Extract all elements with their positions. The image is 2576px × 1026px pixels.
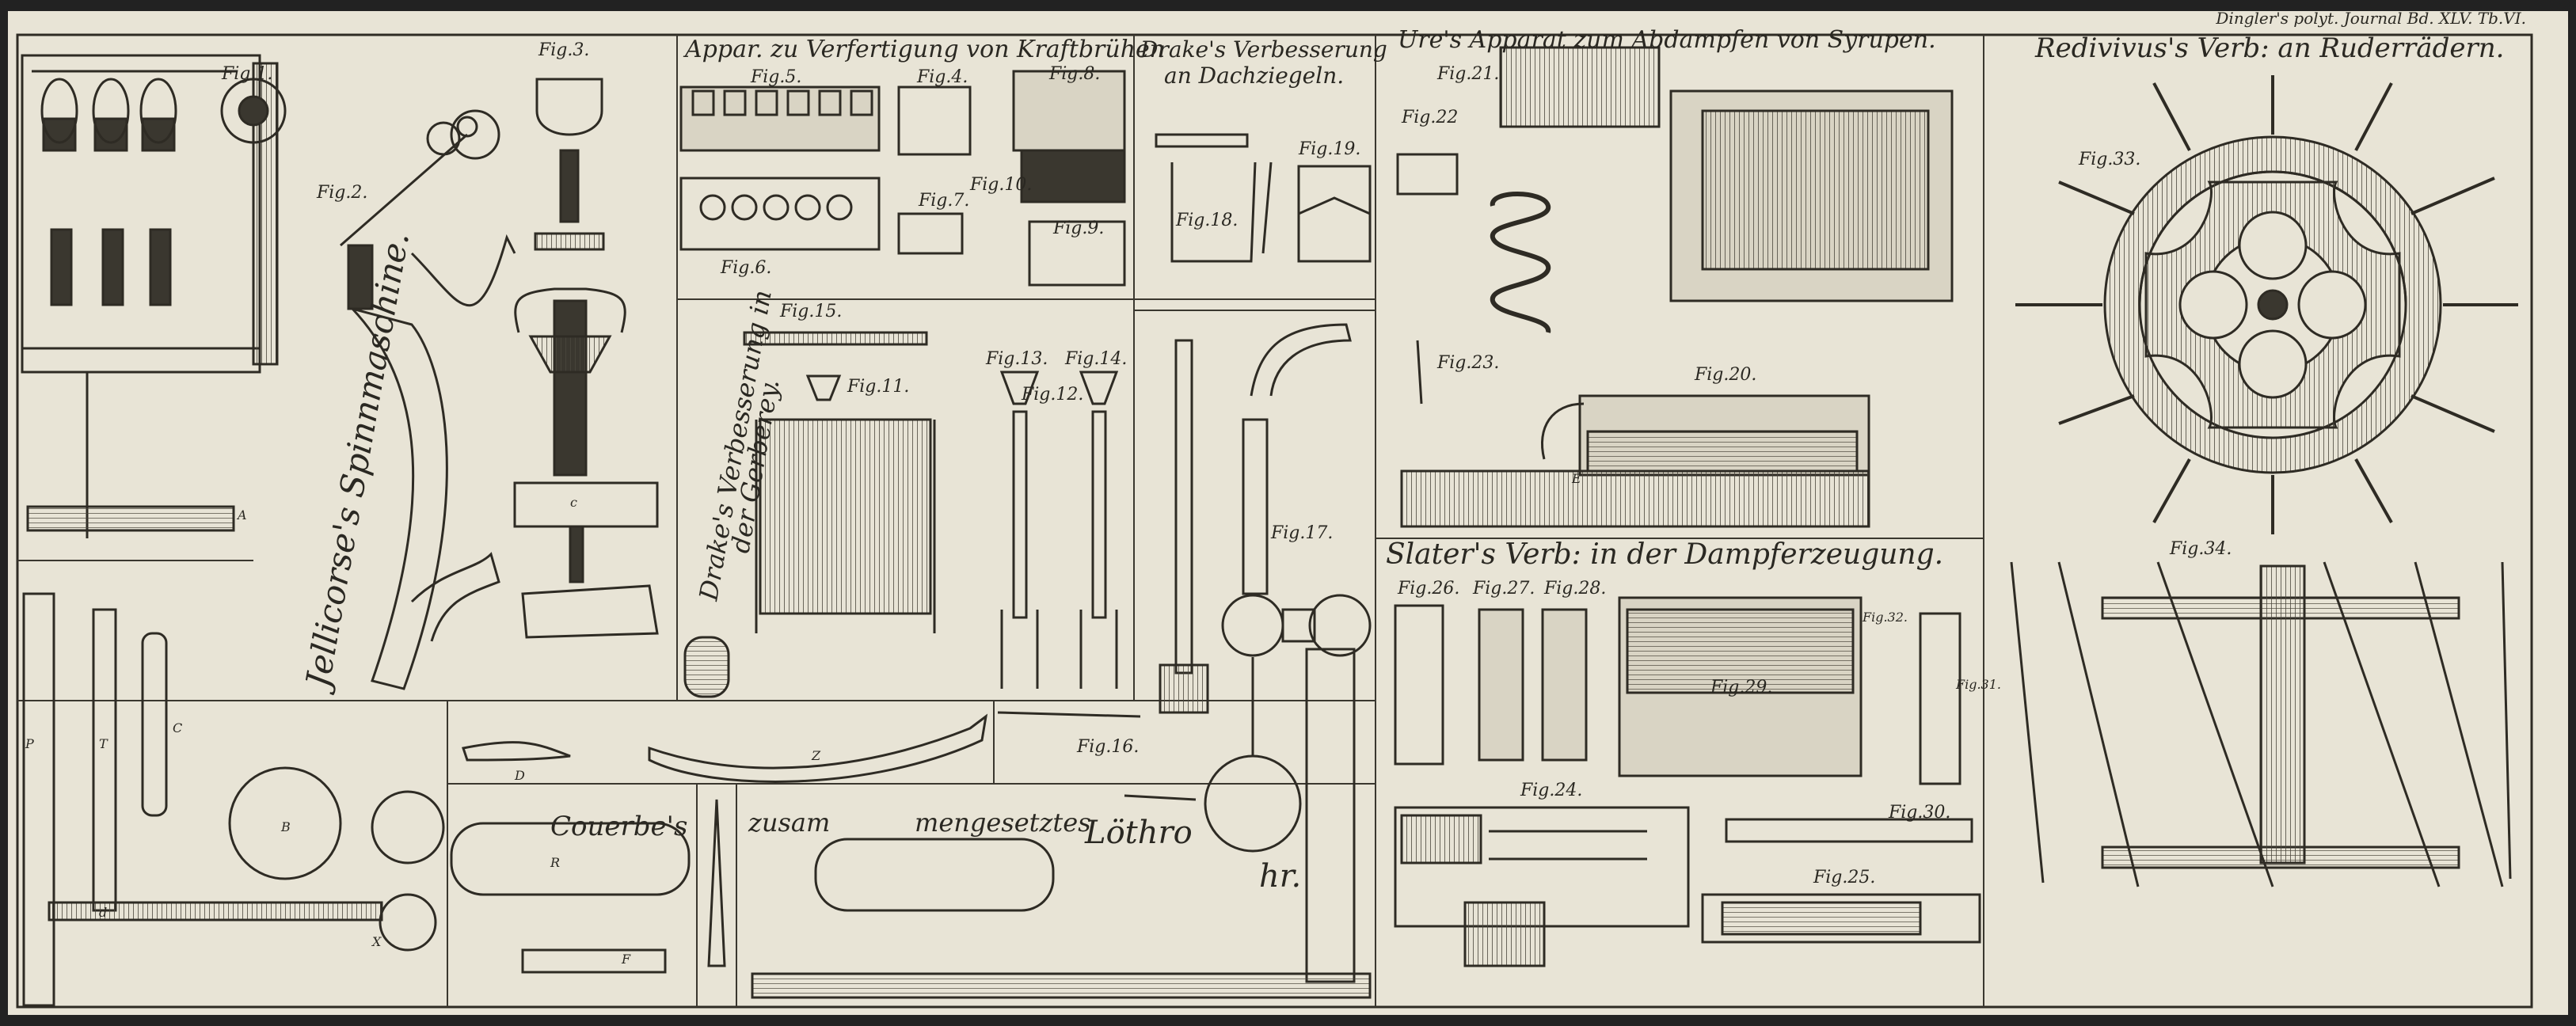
title-dachziegeln-1: Drake's Verbesserung xyxy=(1140,36,1387,63)
fig10-label: Fig.10. xyxy=(969,175,1032,195)
fig2-label: Fig.2. xyxy=(316,183,367,203)
fig18-19-roof-tiles xyxy=(1155,133,1372,263)
letter-t: T xyxy=(99,736,108,751)
fig28-label: Fig.28. xyxy=(1543,579,1606,598)
letter-d-upper: D xyxy=(514,768,525,783)
fig33-paddle-wheel xyxy=(2015,75,2518,534)
fig24-label: Fig.24. xyxy=(1520,781,1582,800)
fig17-label: Fig.17. xyxy=(1270,523,1333,543)
figure-labels: Fig.1. Fig.2. Fig.3. Fig.5. Fig.4. Fig.8… xyxy=(221,40,2232,887)
figure-letters: A P T C B d D Z R F X E c xyxy=(25,471,1581,967)
fig1-label: Fig.1. xyxy=(221,64,272,84)
fig11-15-tannery xyxy=(683,331,1119,698)
letter-a: A xyxy=(236,507,247,522)
title-loethrohr-3: Löthro xyxy=(1084,815,1193,851)
fig5-label: Fig.5. xyxy=(750,67,801,87)
fig34-wheel-side-view xyxy=(2010,561,2512,887)
fig11-label: Fig.11. xyxy=(847,377,909,397)
plate-border xyxy=(16,33,2533,1009)
fig3-press xyxy=(513,78,659,639)
fig15-label: Fig.15. xyxy=(779,302,842,321)
fig6-label: Fig.6. xyxy=(720,258,771,278)
fig16-17-blowpipe xyxy=(997,323,1372,983)
letter-b: B xyxy=(280,819,291,834)
fig26-label: Fig.26. xyxy=(1397,579,1459,598)
panel-dividers xyxy=(17,35,1984,1007)
fig1-spinning-machine xyxy=(21,54,287,538)
fig3-label: Fig.3. xyxy=(538,40,589,60)
letter-p: P xyxy=(25,736,34,751)
fig12-label: Fig.12. xyxy=(1021,385,1083,405)
title-loethrohr-4: hr. xyxy=(1259,858,1301,895)
fig14-label: Fig.14. xyxy=(1064,349,1127,369)
title-loethrohr-1: zusam xyxy=(748,808,830,838)
letter-c-lower: c xyxy=(570,495,577,510)
fig16-label: Fig.16. xyxy=(1076,737,1139,757)
fig20-23-syrup-evaporator xyxy=(1396,46,1954,528)
fig13-label: Fig.13. xyxy=(985,349,1048,369)
fig4-label: Fig.4. xyxy=(916,67,968,87)
letter-x: X xyxy=(371,934,382,949)
letter-r: R xyxy=(550,855,560,870)
fig19-label: Fig.19. xyxy=(1298,139,1360,159)
letter-d: d xyxy=(99,905,107,920)
fig2-spinning-detail xyxy=(340,109,516,690)
fig20-label: Fig.20. xyxy=(1694,365,1756,385)
title-loethrohr-2: mengesetztes xyxy=(915,808,1091,838)
journal-header: Dingler's polyt. Journal Bd. XLV. Tb.VI. xyxy=(2215,9,2526,28)
fig23-label: Fig.23. xyxy=(1436,353,1499,373)
fig24-32-steam-generation xyxy=(1394,596,1981,967)
fig34-label: Fig.34. xyxy=(2169,539,2232,559)
title-slater: Slater's Verb: in der Dampferzeugung. xyxy=(1386,538,1943,571)
title-ure: Ure's Apparat zum Abdampfen von Syrupen. xyxy=(1398,26,1936,54)
fig18-label: Fig.18. xyxy=(1175,211,1238,230)
letter-f: F xyxy=(621,952,631,967)
fig5-10-broth-apparatus xyxy=(679,70,1126,287)
letter-c: C xyxy=(173,720,182,735)
title-dachziegeln-2: an Dachziegeln. xyxy=(1164,63,1344,89)
lower-left-apparatus xyxy=(22,592,1372,1007)
fig30-label: Fig.30. xyxy=(1888,803,1950,823)
fig9-label: Fig.9. xyxy=(1052,218,1104,238)
fig32-label: Fig.32. xyxy=(1862,610,1908,625)
title-couerbe: Couerbe's xyxy=(550,811,687,842)
fig25-label: Fig.25. xyxy=(1813,868,1875,887)
fig33-label: Fig.33. xyxy=(2078,150,2140,169)
fig31-label: Fig.31. xyxy=(1955,677,2001,692)
fig7-label: Fig.7. xyxy=(918,191,969,211)
title-redivivus: Redivivus's Verb: an Ruderrädern. xyxy=(2034,32,2504,64)
letter-e: E xyxy=(1571,471,1581,486)
title-kraftbruehen: Appar. zu Verfertigung von Kraftbrühen xyxy=(683,36,1165,63)
fig29-label: Fig.29. xyxy=(1710,678,1772,697)
fig27-label: Fig.27. xyxy=(1472,579,1535,598)
fig22-label: Fig.22 xyxy=(1401,108,1458,127)
letter-z: Z xyxy=(811,748,821,763)
fig21-label: Fig.21. xyxy=(1436,64,1499,84)
fig8-label: Fig.8. xyxy=(1048,64,1100,84)
